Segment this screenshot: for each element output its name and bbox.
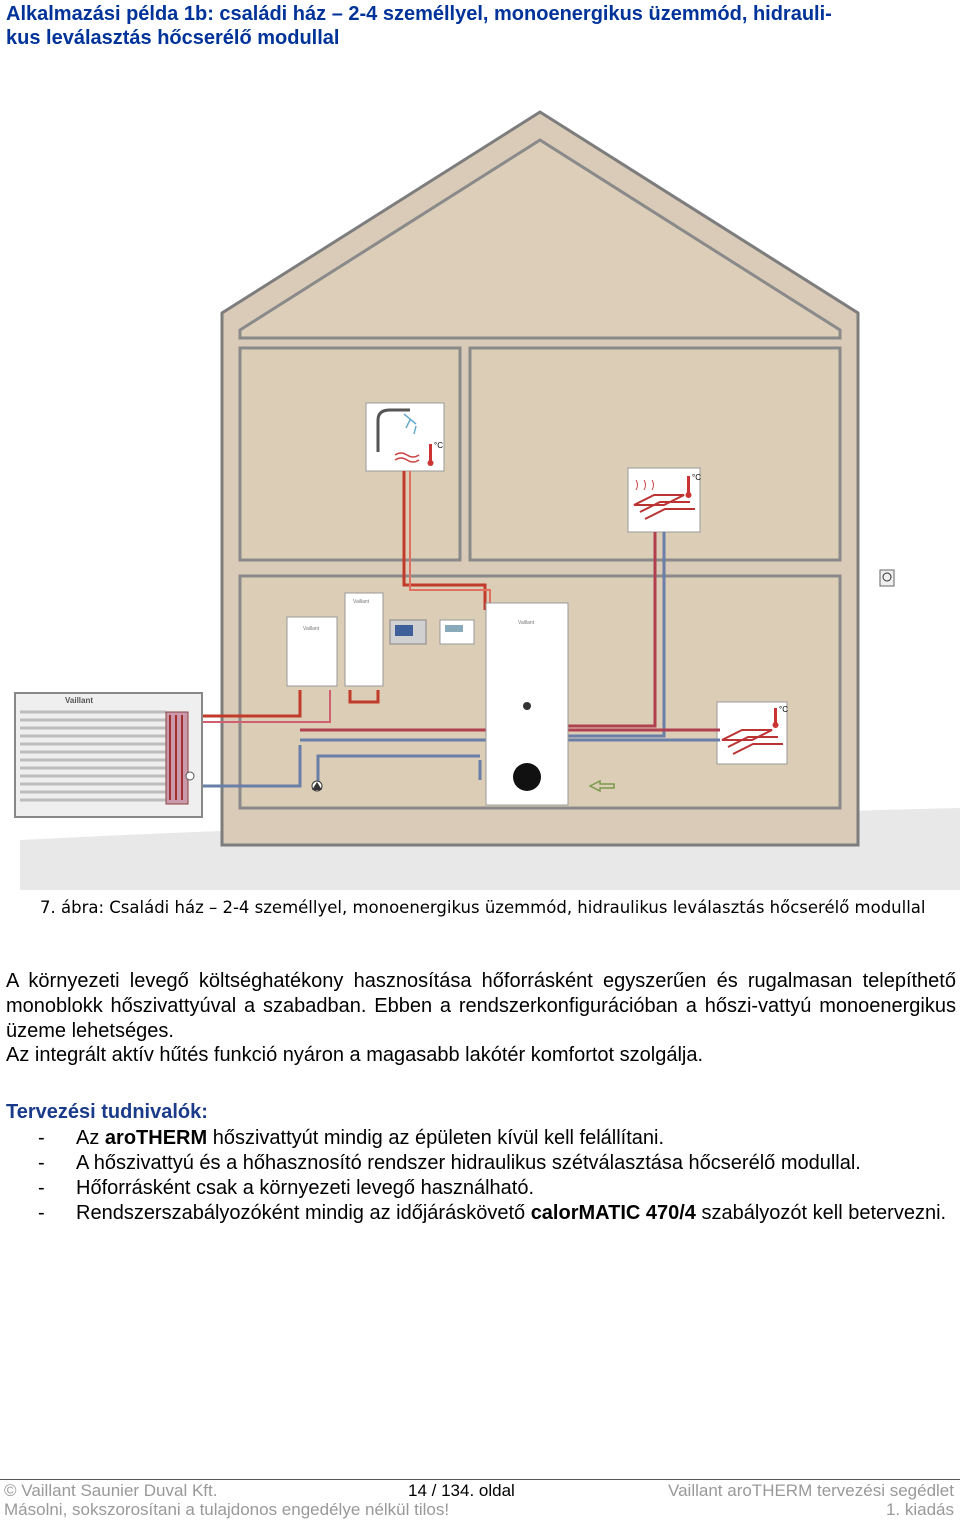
list-item: - Rendszerszabályozóként mindig az időjá… [38, 1202, 947, 1224]
house-system-diagram: °C °C °C Vaillant Vaillant Vaillant [14, 110, 960, 890]
thermometer-icon [429, 444, 432, 462]
footer-document-title: Vaillant aroTHERM tervezési segédlet [668, 1481, 954, 1500]
cylinder-port [513, 763, 541, 791]
svg-text:°C: °C [779, 705, 788, 714]
footer-edition: 1. kiadás [885, 1500, 954, 1519]
svg-text:°C: °C [692, 473, 701, 482]
page-heading: Alkalmazási példa 1b: családi ház – 2-4 … [6, 2, 954, 50]
figure-caption: 7. ábra: Családi ház – 2-4 személlyel, m… [40, 898, 926, 917]
svg-text:Vaillant: Vaillant [518, 620, 535, 626]
footer-page-number: 14 / 134. oldal [408, 1481, 515, 1500]
planning-title: Tervezési tudnivalók: [6, 1101, 208, 1123]
list-item: - Hőforrásként csak a környezeti levegő … [38, 1177, 535, 1199]
outdoor-sensor [879, 569, 895, 587]
shower-icon [376, 408, 410, 452]
svg-text:Vaillant: Vaillant [303, 626, 320, 632]
body-paragraph-2: Az integrált aktív hűtés funkció nyáron … [6, 1044, 704, 1066]
attic-room [238, 138, 842, 340]
heading-line-1: Alkalmazási példa 1b: családi ház – 2-4 … [6, 3, 832, 25]
svg-text:Vaillant: Vaillant [65, 696, 93, 705]
list-item: - A hőszivattyú és a hőhasznosító rendsz… [38, 1152, 861, 1174]
temp-unit-label: °C [434, 441, 443, 450]
heading-line-2: kus leválasztás hőcserélő modullal [6, 27, 340, 49]
footer-copy-notice: Másolni, sokszorosítani a tulajdonos eng… [4, 1500, 450, 1519]
body-paragraph-1: A környezeti levegő költséghatékony hasz… [6, 970, 956, 1042]
svg-text:Vaillant: Vaillant [353, 599, 370, 605]
arrow-icon [588, 779, 615, 793]
footer-divider [0, 1479, 960, 1480]
heat-exchanger-module [286, 616, 338, 687]
planning-bullet-list: - Az aroTHERM hőszivattyút mindig az épü… [6, 1126, 958, 1226]
backup-heater-unit [344, 592, 384, 687]
footer-copyright: © Vaillant Saunier Duval Kft. [4, 1481, 218, 1500]
list-item: - Az aroTHERM hőszivattyút mindig az épü… [38, 1127, 665, 1149]
